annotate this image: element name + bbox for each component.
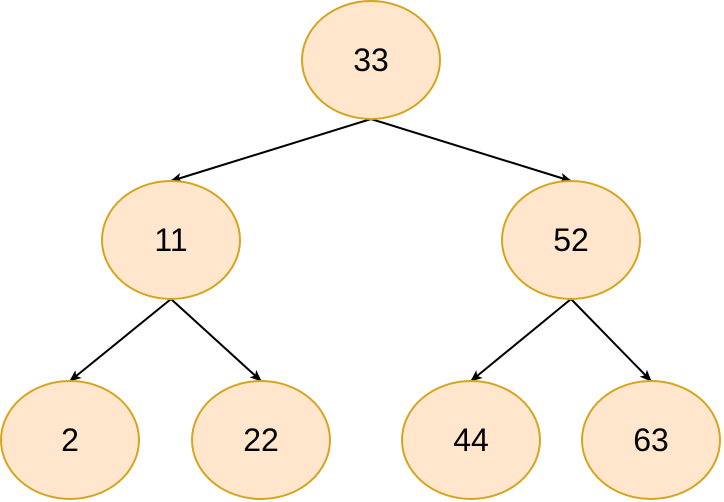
tree-node-63: 63 bbox=[581, 380, 721, 500]
edge-52-63 bbox=[570, 298, 652, 382]
tree-node-11: 11 bbox=[101, 180, 241, 300]
node-label: 33 bbox=[353, 42, 389, 78]
node-label: 2 bbox=[61, 422, 79, 458]
node-shape bbox=[501, 180, 641, 300]
tree-node-44: 44 bbox=[401, 380, 541, 500]
node-label: 44 bbox=[453, 422, 489, 458]
node-shape bbox=[401, 380, 541, 500]
edge-33-11 bbox=[170, 118, 372, 183]
tree-node-2: 2 bbox=[0, 380, 140, 500]
node-shape bbox=[581, 380, 721, 500]
node-shape bbox=[101, 180, 241, 300]
node-label: 11 bbox=[154, 222, 187, 258]
tree-node-22: 22 bbox=[191, 380, 331, 500]
edge-52-44 bbox=[470, 298, 572, 382]
edges bbox=[69, 118, 652, 382]
node-shape bbox=[0, 380, 140, 500]
tree-node-52: 52 bbox=[501, 180, 641, 300]
node-shape bbox=[191, 380, 331, 500]
edge-11-2 bbox=[69, 298, 172, 382]
node-label: 52 bbox=[553, 222, 589, 258]
node-label: 63 bbox=[633, 422, 669, 458]
node-label: 22 bbox=[243, 422, 279, 458]
node-shape bbox=[301, 0, 441, 120]
edge-11-22 bbox=[170, 298, 262, 382]
edge-33-52 bbox=[370, 118, 572, 183]
tree-node-33: 33 bbox=[301, 0, 441, 120]
